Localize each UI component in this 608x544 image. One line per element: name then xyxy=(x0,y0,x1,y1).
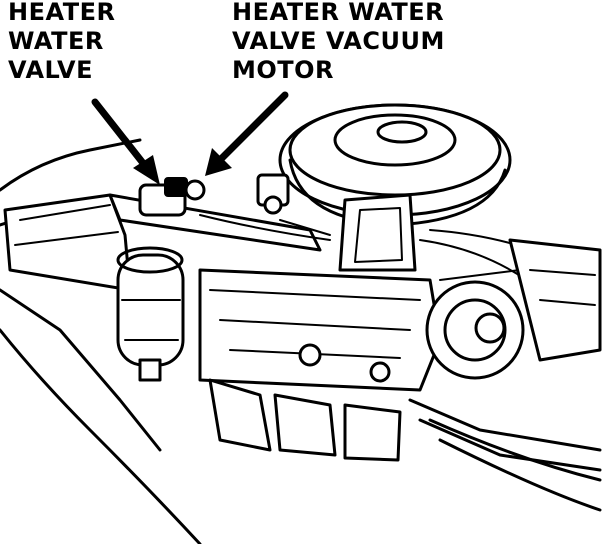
alternator xyxy=(425,269,541,380)
label-line: HEATER xyxy=(8,0,116,26)
right-wiring xyxy=(419,229,602,362)
carburetor-linkage xyxy=(256,173,331,236)
engine-intake xyxy=(198,268,442,392)
exhaust-manifold xyxy=(208,343,402,462)
air-cleaner xyxy=(278,103,512,272)
label-line: MOTOR xyxy=(232,56,335,84)
label-line: VALVE VACUUM xyxy=(232,27,445,55)
heater-water-valve xyxy=(138,177,206,217)
cowl-panel xyxy=(3,193,132,292)
pointer-arrow-valve xyxy=(91,98,160,185)
label-line: HEATER WATER xyxy=(232,0,445,26)
frame-rail xyxy=(408,398,602,472)
label-heater-water-valve: HEATER WATER VALVE xyxy=(8,0,115,85)
label-line: WATER xyxy=(8,27,104,55)
label-line: VALVE xyxy=(8,56,93,84)
label-heater-water-valve-vacuum-motor: HEATER WATER VALVE VACUUM MOTOR xyxy=(232,0,445,85)
fender-outline xyxy=(0,138,602,544)
oil-filter xyxy=(116,246,185,382)
pointer-arrow-vacuum-motor xyxy=(205,91,289,176)
